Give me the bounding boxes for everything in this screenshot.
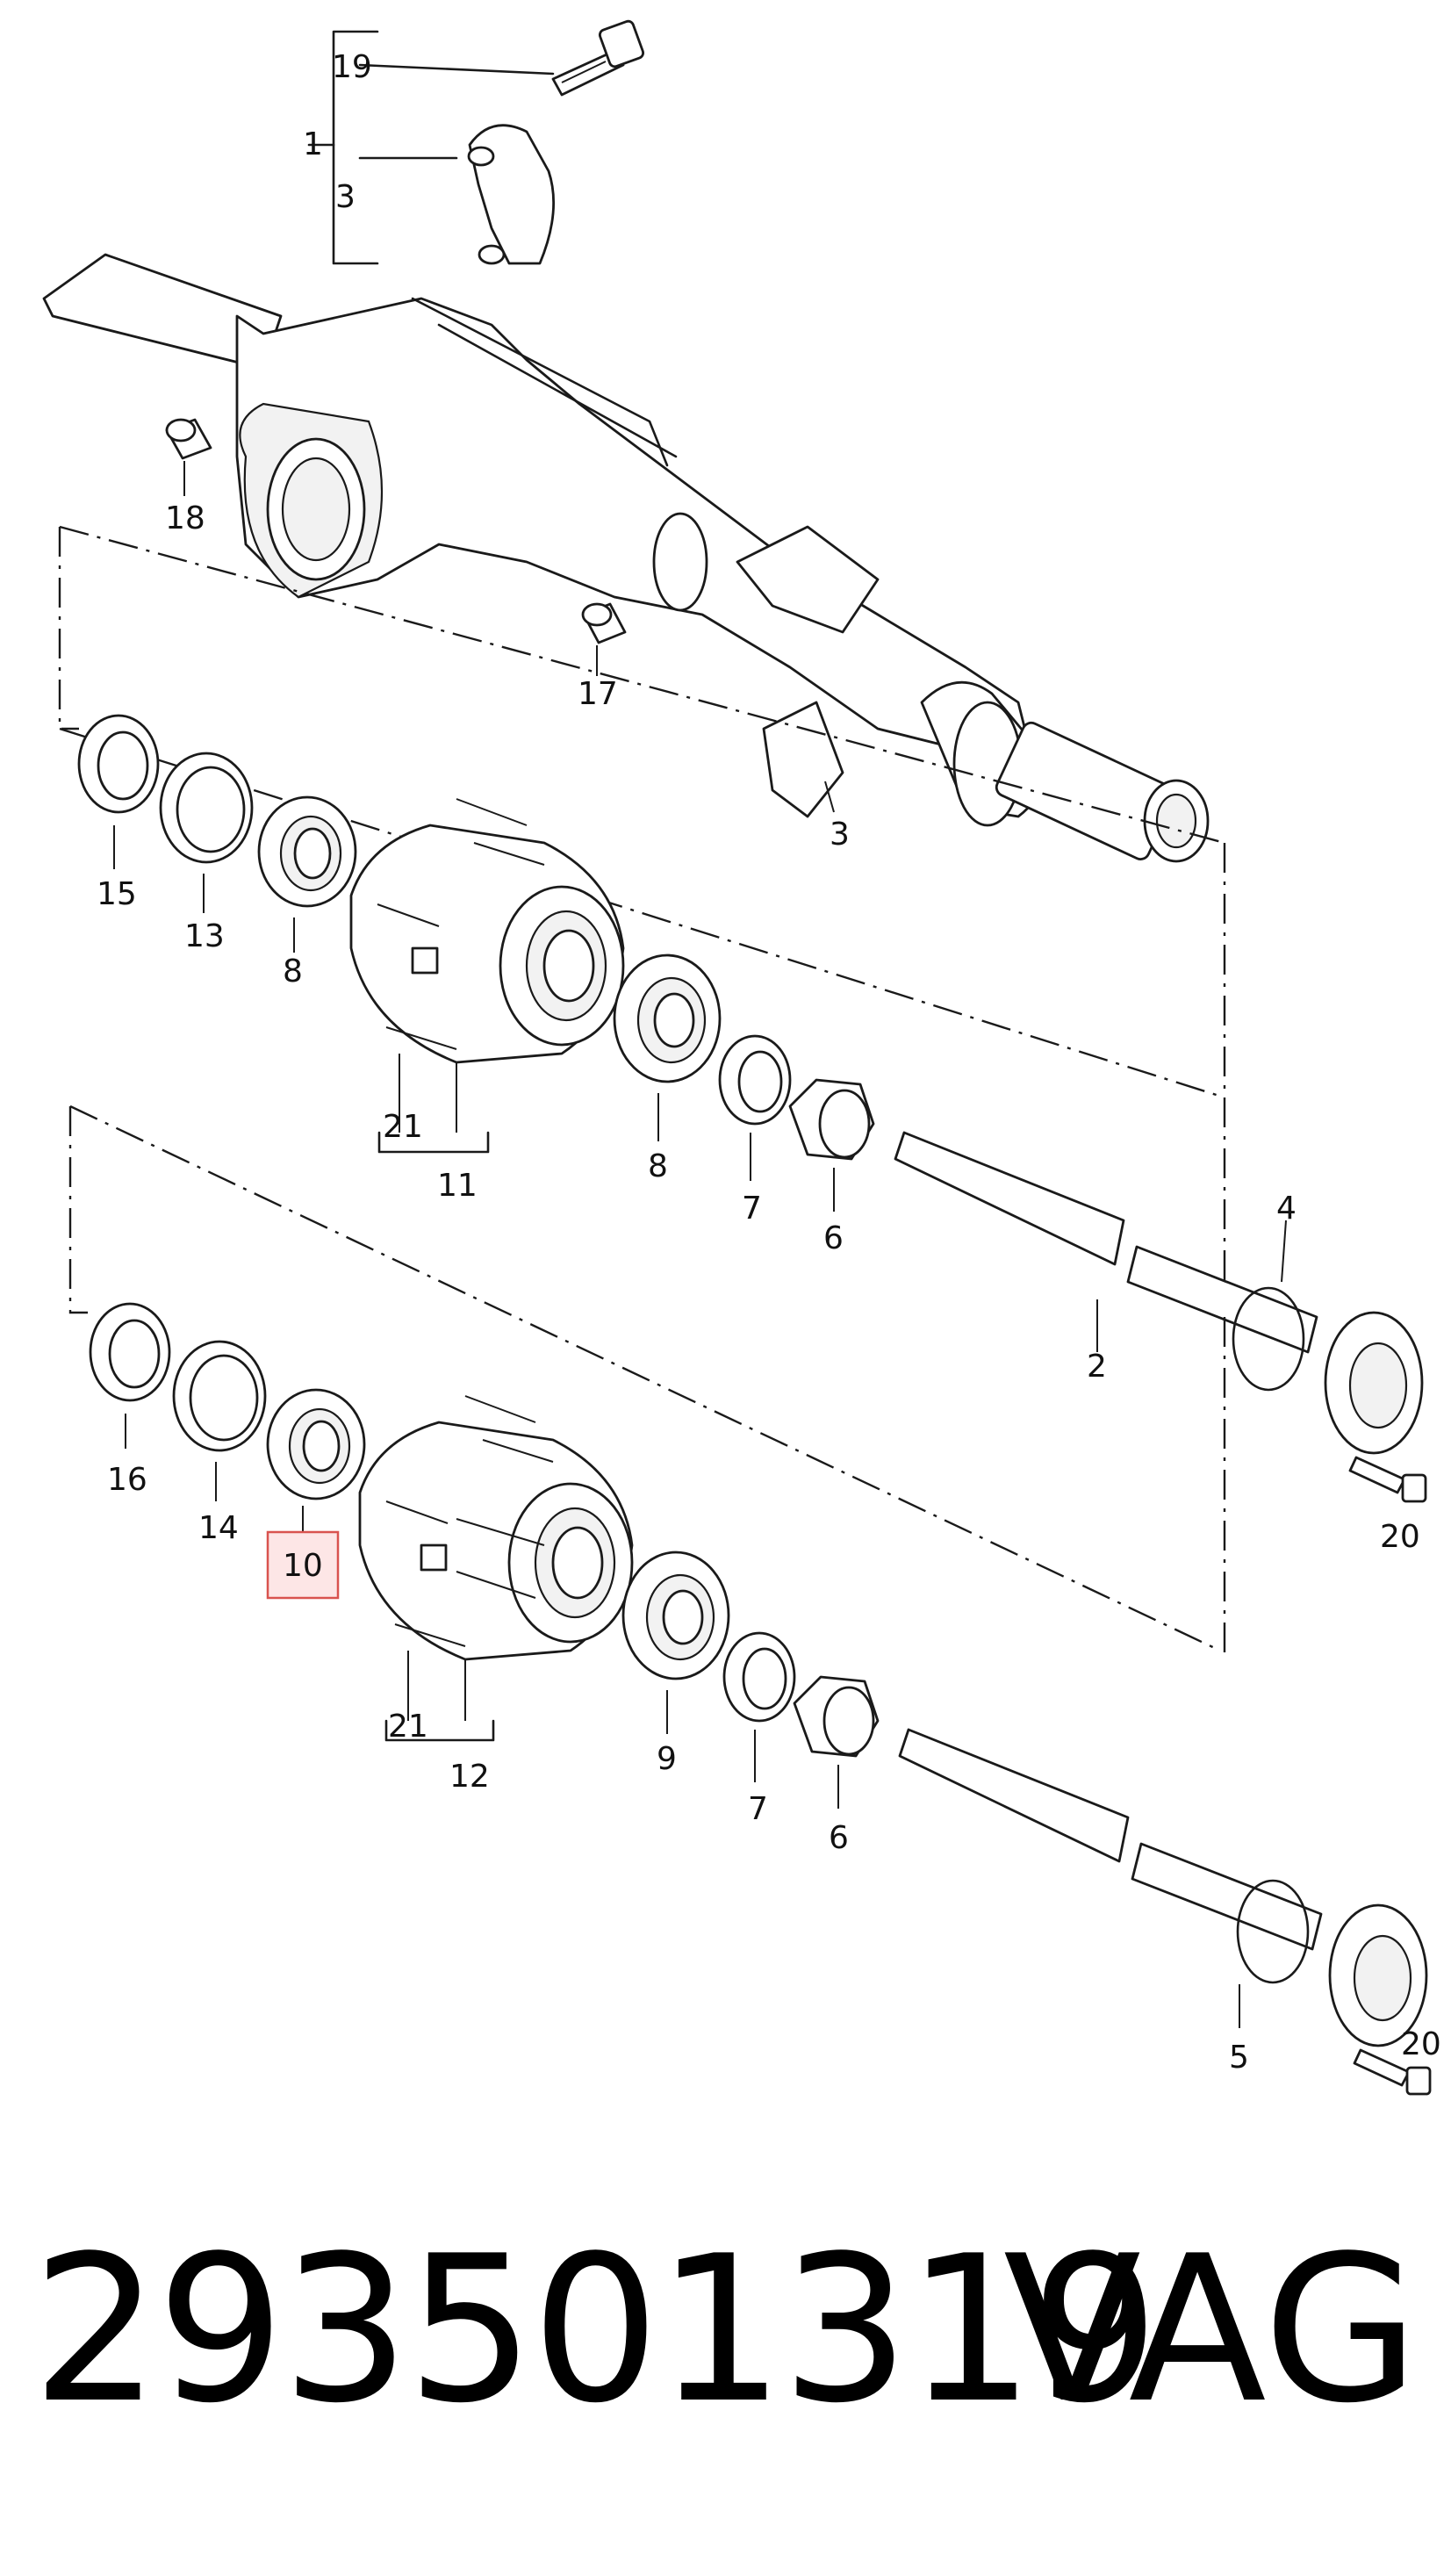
callout-16: 16	[107, 1462, 147, 1498]
oring-part-4	[1232, 1220, 1305, 1392]
callout-11: 11	[437, 1168, 478, 1204]
callout-15: 15	[97, 876, 137, 912]
ring-part-13	[159, 752, 254, 913]
bolt-part-19	[551, 19, 645, 97]
bearing-part-9	[621, 1551, 730, 1734]
nut-part-6-lower	[793, 1675, 880, 1809]
highlight-box-part-10	[266, 1530, 340, 1600]
nut-part-6-upper	[788, 1078, 875, 1212]
callout-6a: 6	[823, 1220, 844, 1256]
footer: 293501319 VAG	[0, 2230, 1451, 2493]
callout-3b: 3	[830, 817, 850, 853]
clamp-part-3-upper	[467, 124, 556, 265]
flange-part-lower	[1328, 1903, 1428, 2047]
callout-8a: 8	[283, 953, 303, 989]
shaft-part-lower	[898, 1728, 1323, 1951]
callout-20b: 20	[1401, 2026, 1441, 2062]
callout-21a: 21	[383, 1109, 423, 1145]
callout-3a: 3	[335, 179, 356, 215]
callout-12: 12	[449, 1759, 490, 1795]
callout-7b: 7	[748, 1791, 768, 1827]
callout-6b: 6	[829, 1820, 849, 1856]
callout-17: 17	[578, 676, 618, 712]
assembly-frame-lower	[68, 1105, 1226, 1659]
seal-part-16	[89, 1302, 171, 1449]
assembly-frame-upper	[58, 525, 1226, 1317]
flange-part-upper	[1324, 1311, 1424, 1455]
shaft-part-2	[894, 1131, 1318, 1354]
hub-part-12	[358, 1395, 634, 1661]
bearing-part-8-upper-inner	[257, 795, 357, 953]
callout-14: 14	[198, 1510, 239, 1546]
callout-20a: 20	[1380, 1519, 1420, 1555]
callout-21b: 21	[388, 1709, 428, 1745]
callout-9: 9	[657, 1741, 677, 1777]
washer-part-7-lower	[722, 1631, 796, 1782]
callout-19: 19	[332, 49, 372, 85]
bearing-part-10	[266, 1388, 366, 1532]
callout-2: 2	[1087, 1349, 1107, 1385]
callout-7a: 7	[742, 1191, 762, 1227]
exploded-axle-diagram: 19 1 3 18 17 3 15 13 8 21 11 8 7 6 4 2 2…	[42, 19, 1441, 2096]
bearing-part-8-upper-outer	[613, 953, 722, 1141]
oring-part-5	[1236, 1879, 1310, 2028]
hub-part-11	[349, 798, 625, 1064]
callout-4: 4	[1276, 1191, 1297, 1227]
callout-10: 10	[283, 1548, 323, 1584]
callout-5: 5	[1229, 2040, 1249, 2076]
bracket-group-1	[307, 30, 555, 265]
washer-part-7-upper	[718, 1034, 792, 1181]
part-number: 293501319	[32, 2213, 1160, 2448]
bolt-part-20-upper	[1348, 1456, 1427, 1503]
bushing-part-18	[165, 418, 212, 496]
bushing-part-17	[581, 602, 627, 676]
callout-13: 13	[184, 918, 225, 954]
ring-part-14	[172, 1340, 267, 1501]
callout-18: 18	[165, 500, 205, 536]
bolt-part-20-lower	[1353, 2048, 1432, 2096]
brand-name: VAG	[1002, 2213, 1419, 2448]
callout-8b: 8	[648, 1148, 668, 1184]
seal-part-15	[77, 714, 160, 869]
axle-housing	[42, 253, 1210, 863]
callout-1: 1	[303, 126, 323, 162]
